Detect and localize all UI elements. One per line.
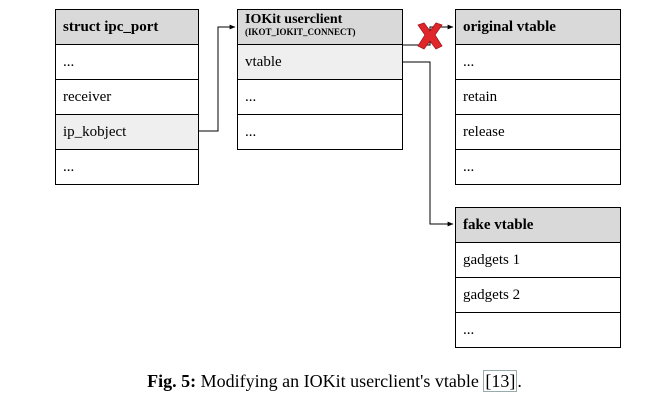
caption-period: . xyxy=(517,371,522,391)
ipc-port-header: struct ipc_port xyxy=(56,10,198,45)
ipc-port-row: ... xyxy=(63,159,75,175)
ipc-port-box: struct ipc_port ... receiver ip_kobject … xyxy=(55,9,199,185)
userclient-title: IOKit userclient xyxy=(245,12,343,27)
ipc-port-row-receiver: receiver xyxy=(56,80,198,115)
original-vtable-row: ... xyxy=(463,159,475,175)
userclient-header: IOKit userclient (IKOT_IOKIT_CONNECT) xyxy=(238,10,402,45)
userclient-subtitle: (IKOT_IOKIT_CONNECT) xyxy=(245,27,356,37)
ipc-port-row: ... xyxy=(56,45,198,80)
userclient-row: ... xyxy=(245,124,257,140)
original-vtable-row-release: release xyxy=(456,115,620,150)
ipc-port-row-ip-kobject: ip_kobject xyxy=(56,115,198,150)
original-vtable-box: original vtable ... retain release ... xyxy=(455,9,621,185)
arrow-ip-kobject-to-userclient xyxy=(199,24,236,132)
fake-vtable-row: ... xyxy=(463,322,475,338)
fake-vtable-header: fake vtable xyxy=(456,208,620,243)
figure-caption-text: Modifying an IOKit userclient's vtable xyxy=(200,371,479,391)
figure-caption: Fig. 5: Modifying an IOKit userclient's … xyxy=(0,370,669,392)
original-vtable-row: ... xyxy=(456,45,620,80)
arrow-vtable-to-fake-vtable xyxy=(403,61,454,227)
userclient-row: ... xyxy=(238,80,402,115)
fake-vtable-row-gadgets-1: gadgets 1 xyxy=(456,243,620,278)
fake-vtable-row-gadgets-2: gadgets 2 xyxy=(456,278,620,313)
userclient-box: IOKit userclient (IKOT_IOKIT_CONNECT) vt… xyxy=(237,9,403,150)
userclient-row-vtable: vtable xyxy=(238,45,402,80)
figure-label: Fig. 5: xyxy=(147,371,197,391)
original-vtable-header: original vtable xyxy=(456,10,620,45)
citation-link[interactable]: [13] xyxy=(483,370,518,392)
red-cross-icon xyxy=(417,22,443,50)
original-vtable-row-retain: retain xyxy=(456,80,620,115)
fake-vtable-box: fake vtable gadgets 1 gadgets 2 ... xyxy=(455,207,621,348)
